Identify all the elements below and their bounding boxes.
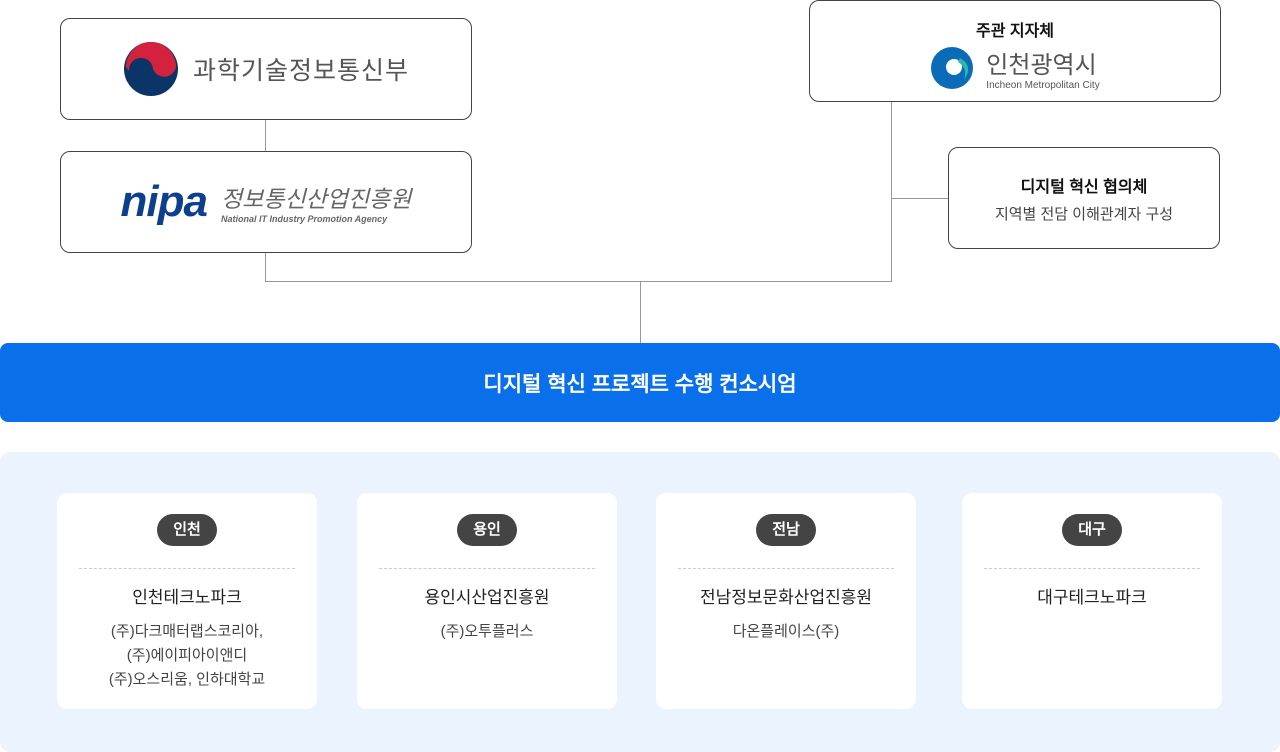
region-org: 대구테크노파크 (1037, 588, 1147, 607)
member: (주)오투플러스 (440, 623, 534, 640)
connector-line (640, 281, 641, 343)
local-gov-box: 주관 지자체 인천광역시 Incheon Metropolitan City (809, 0, 1221, 102)
consortium-banner: 디지털 혁신 프로젝트 수행 컨소시엄 (0, 343, 1280, 422)
region-card-incheon: 인천 인천테크노파크 (주)다크매터랩스코리아, (주)에이피아이앤디 (주)오… (57, 493, 317, 709)
region-badge: 용인 (457, 514, 517, 546)
incheon-logo: 인천광역시 Incheon Metropolitan City (930, 45, 1100, 91)
member: 다온플레이스(주) (732, 623, 840, 640)
msit-logo: 과학기술정보통신부 (123, 41, 409, 97)
connector-line (265, 281, 892, 282)
taegeuk-icon (123, 42, 178, 96)
nipa-box: nipa 정보통신산업진흥원 National IT Industry Prom… (60, 151, 472, 253)
msit-name: 과학기술정보통신부 (192, 57, 409, 85)
nipa-logo: nipa 정보통신산업진흥원 National IT Industry Prom… (121, 177, 412, 227)
divider (984, 568, 1200, 569)
connector-line (265, 252, 266, 282)
council-desc: 지역별 전담 이해관계자 구성 (994, 205, 1174, 223)
nipa-name: 정보통신산업진흥원 (221, 186, 412, 212)
region-card-daegu: 대구 대구테크노파크 (962, 493, 1222, 709)
msit-box: 과학기술정보통신부 (60, 18, 472, 120)
connector-line (265, 119, 266, 151)
region-badge: 전남 (756, 514, 816, 546)
divider (678, 568, 894, 569)
region-org: 인천테크노파크 (132, 588, 242, 607)
region-members: (주)오투플러스 (357, 620, 617, 644)
member: (주)다크매터랩스코리아, (110, 623, 264, 640)
region-members: (주)다크매터랩스코리아, (주)에이피아이앤디 (주)오스리움, 인하대학교 (57, 620, 317, 692)
nipa-wordmark: nipa (120, 177, 208, 226)
divider (379, 568, 595, 569)
divider (79, 568, 295, 569)
local-gov-label: 주관 지자체 (975, 23, 1055, 40)
region-org: 용인시산업진흥원 (424, 588, 550, 607)
connector-line (891, 101, 892, 282)
region-members: 다온플레이스(주) (656, 620, 916, 644)
region-badge: 대구 (1062, 514, 1122, 546)
connector-line (891, 198, 948, 199)
consortium-title: 디지털 혁신 프로젝트 수행 컨소시엄 (483, 372, 797, 396)
region-card-jeonnam: 전남 전남정보문화산업진흥원 다온플레이스(주) (656, 493, 916, 709)
incheon-name: 인천광역시 (986, 52, 1097, 79)
council-box: 디지털 혁신 협의체 지역별 전담 이해관계자 구성 (948, 147, 1220, 249)
member: (주)오스리움, 인하대학교 (108, 671, 266, 688)
region-badge: 인천 (157, 514, 217, 546)
region-org: 전남정보문화산업진흥원 (699, 588, 873, 607)
council-title: 디지털 혁신 협의체 (1020, 178, 1148, 196)
region-card-yongin: 용인 용인시산업진흥원 (주)오투플러스 (357, 493, 617, 709)
member: (주)에이피아이앤디 (126, 647, 248, 664)
incheon-emblem-icon (931, 47, 974, 89)
nipa-english: National IT Industry Promotion Agency (221, 214, 388, 224)
incheon-english: Incheon Metropolitan City (986, 80, 1100, 91)
